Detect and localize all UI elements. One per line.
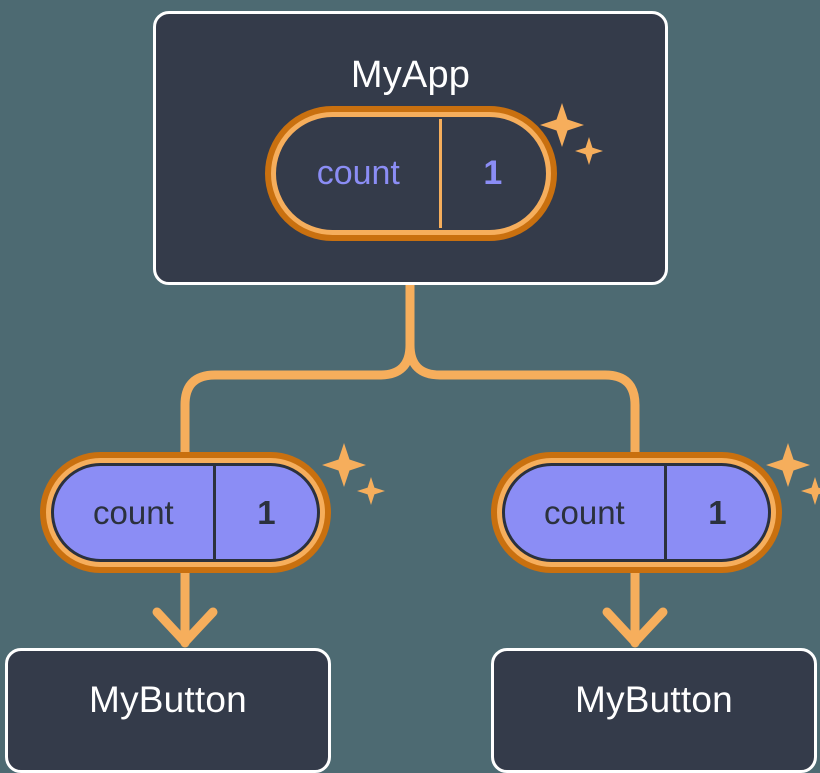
component-title-myapp: MyApp xyxy=(350,54,471,96)
state-value-label: 1 xyxy=(708,493,727,531)
state-pill-myapp[interactable]: count 1 xyxy=(265,106,557,241)
state-pill-inner: count 1 xyxy=(276,117,546,230)
tree-branch-connector-right xyxy=(405,340,640,463)
state-key-label: count xyxy=(505,466,667,559)
tree-branch-connector xyxy=(180,280,415,463)
arrow-down-icon-right xyxy=(602,561,668,648)
state-pill-inner: count 1 xyxy=(502,463,771,562)
component-title-mybutton: MyButton xyxy=(89,679,247,720)
arrow-down-icon-left xyxy=(152,561,218,648)
state-pill-inner: count 1 xyxy=(51,463,320,562)
state-key-label: count xyxy=(54,466,216,559)
state-key-label: count xyxy=(278,119,442,228)
component-card-mybutton-right[interactable]: MyButton xyxy=(491,648,817,773)
state-pill-child-left[interactable]: count 1 xyxy=(40,452,331,573)
state-pill-child-right[interactable]: count 1 xyxy=(491,452,782,573)
state-value-label: 1 xyxy=(483,154,503,192)
state-value-label: 1 xyxy=(257,493,276,531)
component-title-mybutton: MyButton xyxy=(575,679,733,720)
component-card-mybutton-left[interactable]: MyButton xyxy=(5,648,331,773)
